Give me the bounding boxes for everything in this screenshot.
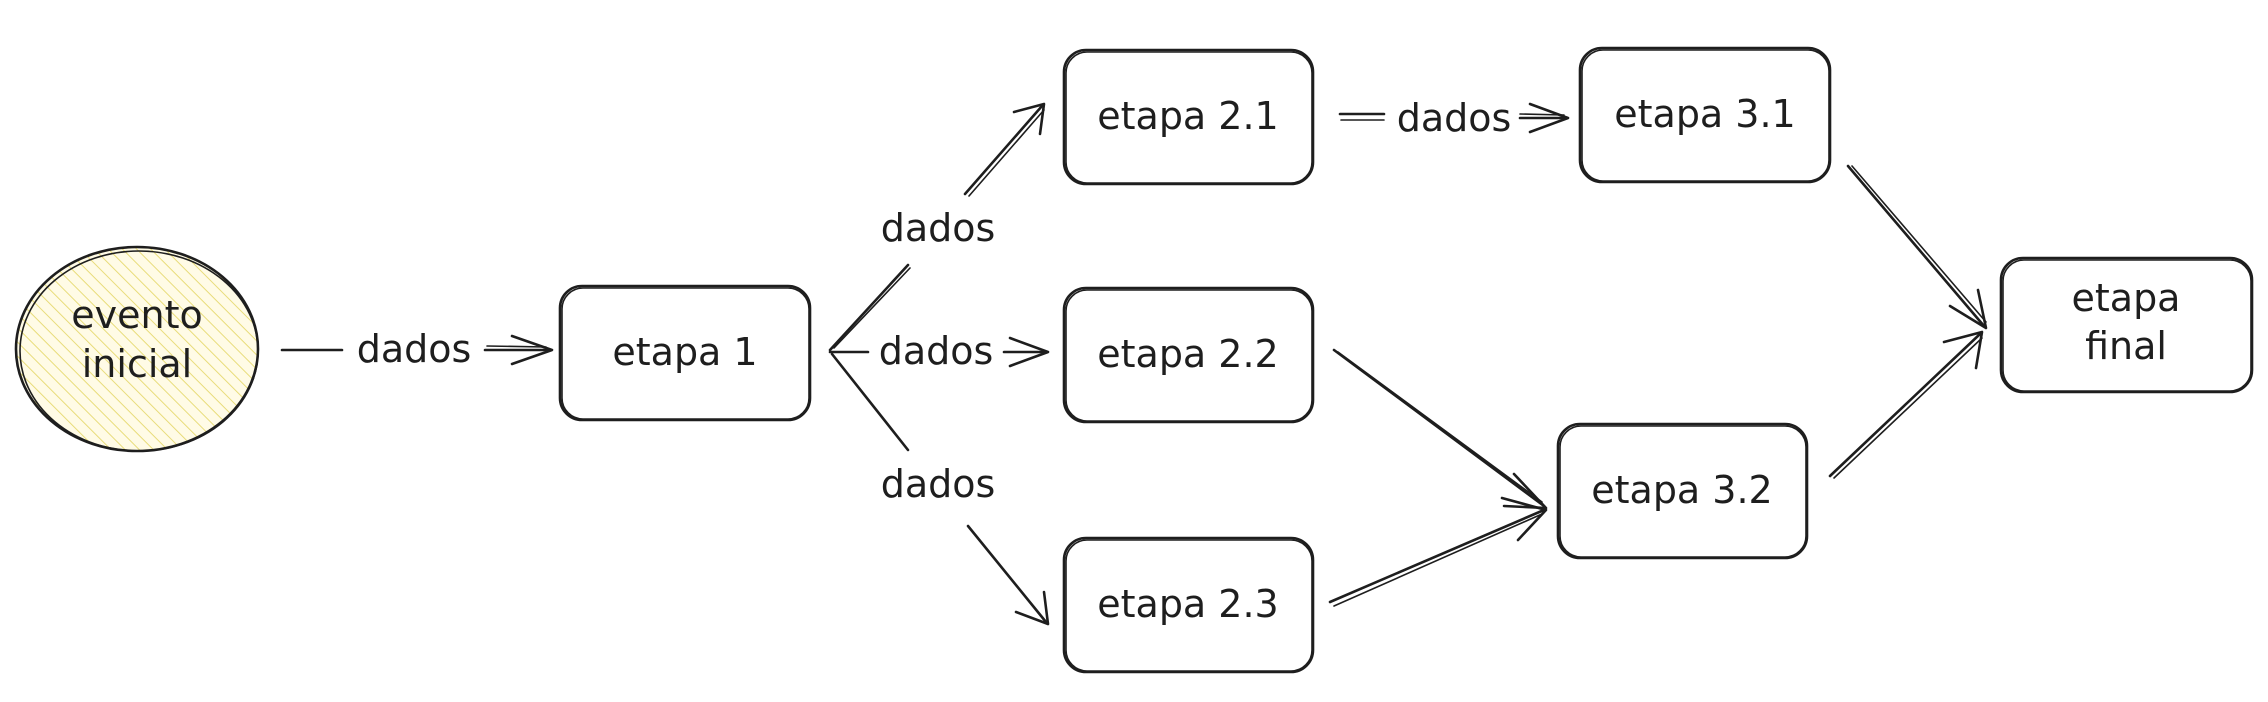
edge-etapa-2-3-to-etapa-3-2 [1328,496,1548,607]
edge-etapa-1-to-etapa-2-3-label: dados [881,462,996,506]
node-etapa-3-2[interactable]: etapa 3.2 [1556,422,1809,560]
node-etapa-3-1[interactable]: etapa 3.1 [1578,46,1832,184]
node-etapa-1-label: etapa 1 [612,330,757,374]
edge-start-to-etapa-1: dados [280,327,554,371]
start-node-label-line-1: evento [71,293,202,337]
node-etapa-final[interactable]: etapa final [1999,256,2254,394]
edge-start-to-etapa-1-label: dados [357,327,472,371]
edge-etapa-1-to-etapa-2-3: dados [830,352,1050,626]
node-etapa-final-label-line-2: final [2085,324,2167,368]
node-etapa-2-2-label: etapa 2.2 [1097,332,1278,376]
node-etapa-3-2-label: etapa 3.2 [1591,468,1772,512]
node-etapa-2-3-label: etapa 2.3 [1097,582,1278,626]
node-etapa-2-1-label: etapa 2.1 [1097,94,1278,138]
edge-etapa-1-to-etapa-2-1: dados [828,102,1046,352]
edge-etapa-1-to-etapa-2-1-label: dados [881,206,996,250]
edge-etapa-1-to-etapa-2-2-label: dados [879,329,994,373]
node-etapa-2-1[interactable]: etapa 2.1 [1062,48,1315,186]
edge-etapa-2-2-to-etapa-3-2 [1332,348,1548,510]
node-etapa-1[interactable]: etapa 1 [558,284,812,422]
start-node-evento-inicial[interactable]: evento inicial [14,245,260,453]
start-node-label-line-2: inicial [82,342,193,386]
edge-etapa-2-1-to-etapa-3-1-label: dados [1397,96,1512,140]
edge-etapa-3-1-to-etapa-final [1846,164,1988,330]
node-etapa-final-label-line-1: etapa [2072,276,2181,320]
node-etapa-2-3[interactable]: etapa 2.3 [1062,536,1315,674]
edge-etapa-1-to-etapa-2-2: dados [828,329,1050,373]
node-etapa-3-1-label: etapa 3.1 [1614,92,1795,136]
node-etapa-2-2[interactable]: etapa 2.2 [1062,286,1315,424]
edge-etapa-3-2-to-etapa-final [1828,330,1984,479]
edge-etapa-2-1-to-etapa-3-1: dados [1338,96,1570,140]
